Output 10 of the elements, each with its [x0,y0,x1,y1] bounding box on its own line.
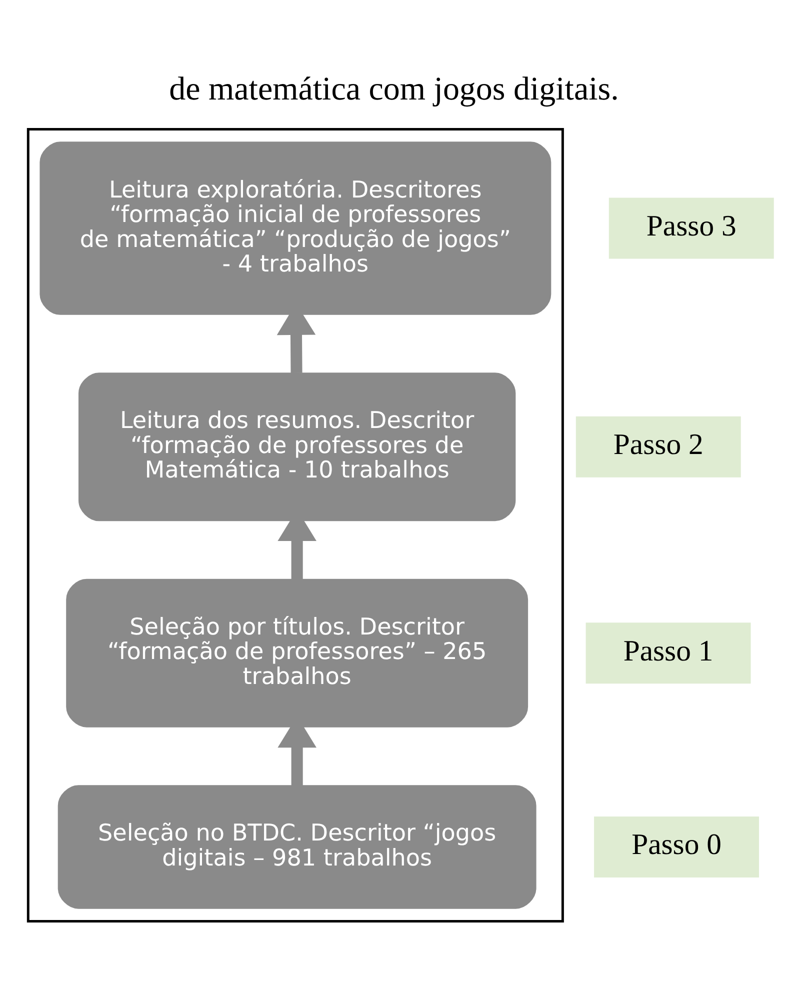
node-box: Seleção por títulos. Descritor “formação de professores” – 265 trabalhos [66,578,528,727]
node-box: Leitura exploratória. Descritores “formação inicial de professores de matemática” “produção de jogos” - 4 trabalhos [40,141,552,314]
node-label: Passo 0 [632,828,722,861]
node-box: Seleção no BTDC. Descritor “jogos digitais – 981 trabalhos [58,784,536,908]
node-label: Passo 3 [646,210,736,242]
node-label: Passo 2 [613,428,704,461]
diagram-title: de matemática com jogos digitais. [169,71,619,108]
cluster [26,128,564,922]
node-label: Passo 1 [623,634,714,667]
node-box: Leitura dos resumos. Descritor “formação de professores de Matemática - 10 trabalhos [78,372,516,521]
